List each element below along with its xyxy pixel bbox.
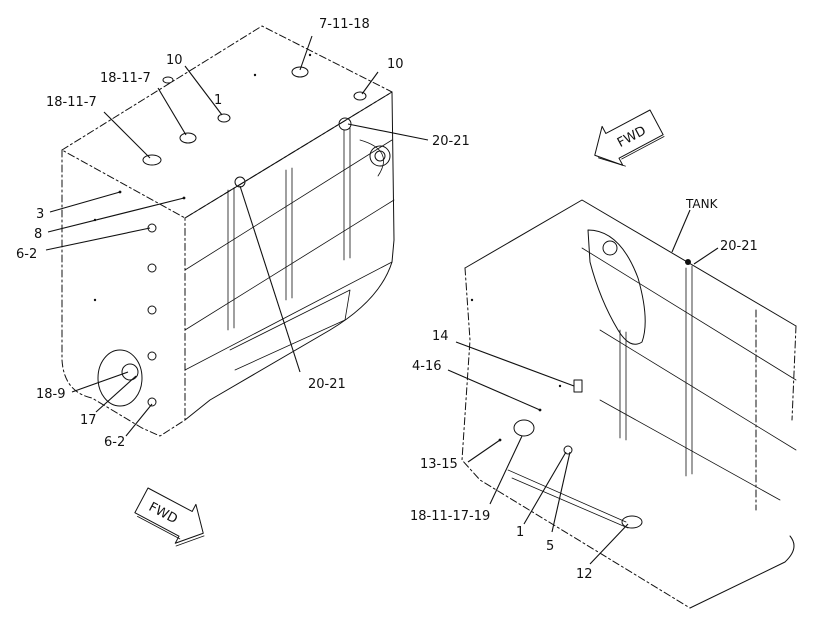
label-4-16: 4-16 [412,359,442,374]
left-leader-lines [45,35,429,437]
label-13-15: 13-15 [420,457,458,472]
right-labels: TANK 20-21 14 4-16 13-15 18-11-17-19 1 5… [410,197,758,582]
label-18-11-7-a: 18-11-7 [100,71,151,86]
label-6-2-upper: 6-2 [16,247,37,262]
label-3: 3 [36,207,44,222]
label-20-21-right: 20-21 [720,239,758,254]
label-10-right: 10 [387,57,404,72]
fwd-arrow-right-label: FWD [615,123,649,150]
label-1-left: 1 [214,93,222,108]
left-labels: 7-11-18 10 10 18-11-7 1 18-11-7 20-21 3 … [16,17,470,450]
label-tank: TANK [685,197,719,211]
label-17: 17 [80,413,97,428]
label-18-11-17-19: 18-11-17-19 [410,509,490,524]
label-8: 8 [34,227,42,242]
label-7-11-18: 7-11-18 [319,17,370,32]
left-tank-drawing [61,25,395,437]
label-12: 12 [576,567,593,582]
fwd-arrow-right: FWD [594,109,665,167]
label-18-11-7-b: 18-11-7 [46,95,97,110]
label-20-21-top: 20-21 [432,134,470,149]
fwd-arrow-left-label: FWD [146,500,180,527]
label-6-2-lower: 6-2 [104,435,125,450]
fwd-arrow-left: FWD [134,487,205,547]
label-20-21-bottom: 20-21 [308,377,346,392]
label-10-top: 10 [166,53,183,68]
label-1-right: 1 [516,525,524,540]
label-14: 14 [432,329,449,344]
right-tank-drawing [461,199,797,609]
label-18-9: 18-9 [36,387,66,402]
right-leader-lines [447,209,719,565]
label-5: 5 [546,539,554,554]
